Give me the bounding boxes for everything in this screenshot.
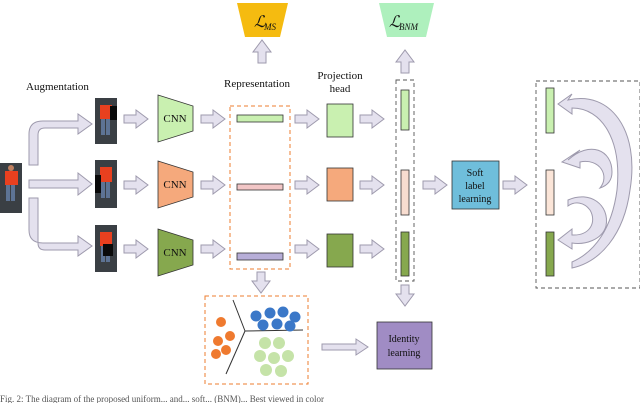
loss-bnm-subscript: BNM bbox=[399, 22, 419, 32]
projection-head-1 bbox=[326, 103, 354, 138]
cluster-green bbox=[254, 337, 294, 377]
cnn-label-1: CNN bbox=[163, 113, 186, 125]
projection-head-label-line2: head bbox=[330, 83, 351, 95]
cluster-orange bbox=[211, 317, 235, 359]
loss-bnm-block: ℒ BNM bbox=[379, 3, 434, 37]
soft-label-text-line3: learning bbox=[459, 194, 492, 205]
cluster-blue bbox=[250, 306, 301, 332]
representation-vector-2 bbox=[236, 183, 284, 191]
matrix-column-3 bbox=[545, 231, 555, 277]
augmentation-label: Augmentation bbox=[26, 81, 89, 93]
projection-head-3 bbox=[326, 233, 354, 268]
augmented-image-2 bbox=[95, 160, 117, 208]
representation-vector-3 bbox=[236, 252, 284, 261]
cnn-branch-2: CNN bbox=[157, 160, 194, 209]
loss-ms-subscript: MS bbox=[263, 22, 276, 32]
augmented-image-3 bbox=[95, 225, 117, 272]
projected-feature-1 bbox=[400, 89, 410, 131]
identity-learning-box: Identity learning bbox=[376, 321, 433, 370]
cnn-branch-1: CNN bbox=[157, 94, 194, 143]
cluster-separator-lines bbox=[225, 299, 304, 375]
projected-feature-3 bbox=[400, 231, 410, 277]
augmentation-arrows bbox=[28, 113, 93, 257]
soft-label-learning-box: Soft label learning bbox=[451, 160, 500, 210]
augmented-image-1 bbox=[95, 98, 117, 144]
projection-head-label-line1: Projection bbox=[317, 70, 363, 82]
loss-bnm-symbol: ℒ bbox=[389, 14, 401, 31]
loss-ms-block: ℒ MS bbox=[237, 3, 288, 37]
representation-label: Representation bbox=[224, 78, 290, 90]
projection-head-2 bbox=[326, 167, 354, 202]
soft-label-text-line1: Soft bbox=[467, 168, 484, 179]
features-dashed-box bbox=[395, 79, 415, 282]
identity-text-line1: Identity bbox=[388, 334, 419, 345]
representation-vector-1 bbox=[236, 114, 284, 123]
clustering-dashed-box bbox=[204, 295, 309, 385]
representation-dashed-box bbox=[229, 105, 291, 270]
soft-label-text-line2: label bbox=[465, 181, 485, 192]
cnn-branch-3: CNN bbox=[157, 228, 194, 277]
projected-feature-2 bbox=[400, 169, 410, 216]
cnn-label-2: CNN bbox=[163, 179, 186, 191]
matrix-column-2 bbox=[545, 169, 555, 216]
matrix-column-1 bbox=[545, 87, 555, 134]
input-person-image bbox=[0, 163, 22, 213]
soft-label-matrix-dashed-box bbox=[535, 80, 640, 289]
loss-ms-symbol: ℒ bbox=[254, 14, 266, 31]
identity-text-line2: learning bbox=[388, 348, 421, 359]
figure-caption: Fig. 2: The diagram of the proposed unif… bbox=[0, 394, 324, 403]
cnn-label-3: CNN bbox=[163, 247, 186, 259]
block-arrows bbox=[123, 39, 528, 356]
soft-label-curved-arrows bbox=[557, 93, 633, 269]
